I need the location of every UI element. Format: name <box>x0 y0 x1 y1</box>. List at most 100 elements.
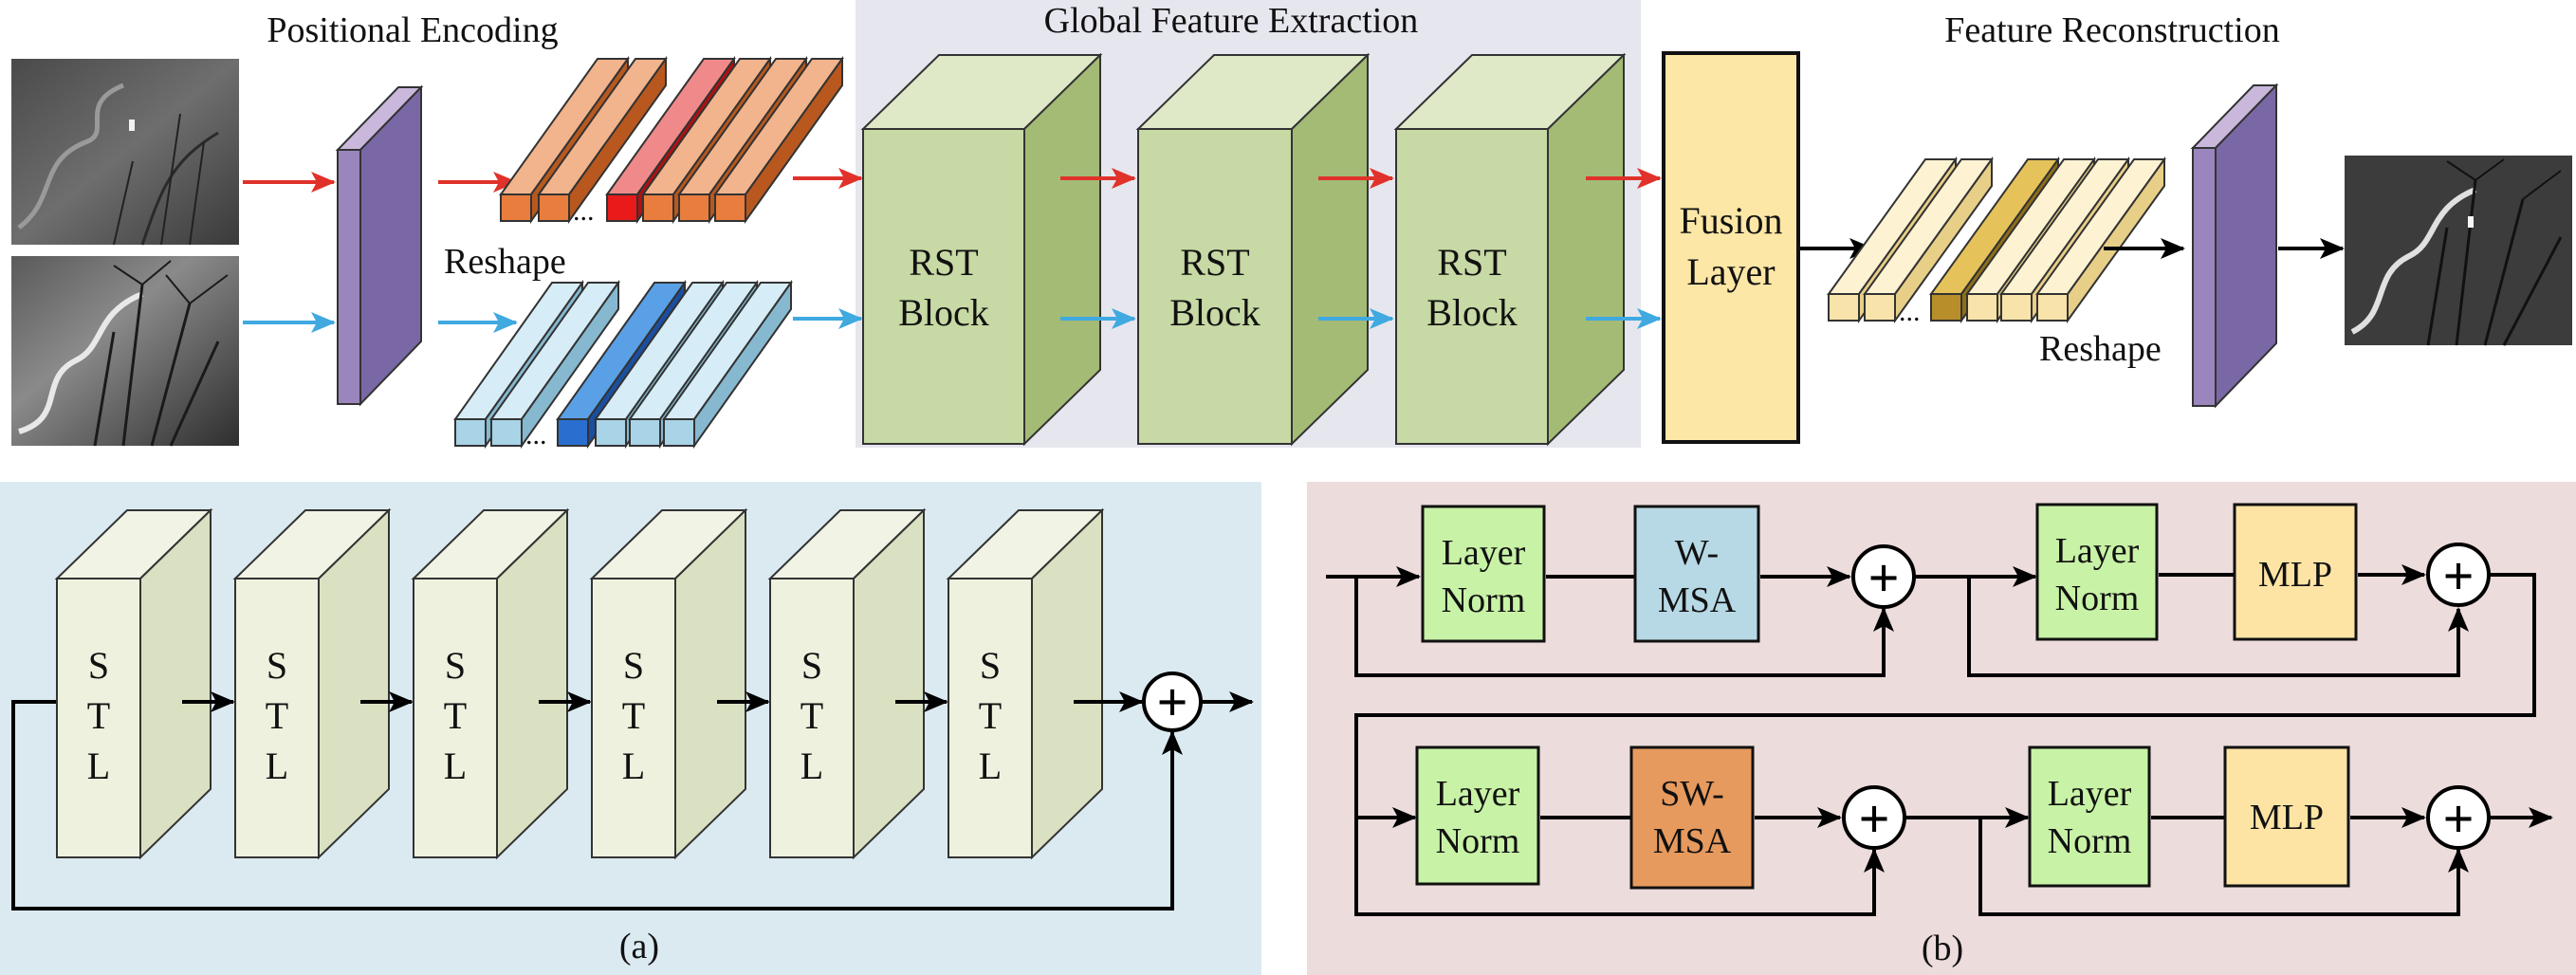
mlp-block-1: MLP <box>2233 503 2358 641</box>
svg-text:S: S <box>267 644 287 687</box>
svg-text:+: + <box>1858 788 1889 850</box>
panel-b-row2-skip-2 <box>1978 818 2469 916</box>
sum-node-2: + <box>2426 543 2491 607</box>
rst-block-3: RST Block <box>1393 52 1627 447</box>
layer-norm-2: Layer Norm <box>2035 503 2159 641</box>
token-row-fused: ... <box>1827 156 2166 327</box>
panel-a-caption: (a) <box>619 927 659 966</box>
svg-text:+: + <box>1868 547 1899 609</box>
svg-text:T: T <box>622 694 645 737</box>
reconstruction-layer <box>2190 83 2279 409</box>
panel-b-caption: (b) <box>1922 929 1963 968</box>
svg-text:Norm: Norm <box>2048 821 2132 861</box>
svg-text:L: L <box>979 745 1002 787</box>
svg-text:Norm: Norm <box>1442 580 1526 620</box>
svg-text:Layer: Layer <box>2048 774 2132 814</box>
svg-text:Norm: Norm <box>2055 579 2140 618</box>
w-msa-block: W- MSA <box>1633 505 1760 643</box>
stl-block-3: S T L <box>411 507 570 860</box>
panel-b-row2-skip-1 <box>1354 818 1885 916</box>
stl-block-5: S T L <box>767 507 927 860</box>
token-fused-2 <box>1863 156 1994 324</box>
panel-a-skip-connection <box>11 700 1183 911</box>
svg-text:T: T <box>266 694 288 737</box>
svg-text:Block: Block <box>1426 291 1518 334</box>
svg-text:Layer: Layer <box>1442 533 1526 573</box>
svg-text:S: S <box>801 644 822 687</box>
svg-text:MLP: MLP <box>2258 555 2332 595</box>
sw-msa-block: SW- MSA <box>1629 745 1755 890</box>
svg-text:Layer: Layer <box>2055 531 2140 571</box>
svg-text:+: + <box>2442 545 2474 607</box>
token-fused-ellipsis: ... <box>1899 296 1921 327</box>
svg-text:RST: RST <box>1437 241 1506 284</box>
sum-node-3: + <box>1842 785 1906 850</box>
rst-block-1: RST Block <box>860 52 1103 447</box>
output-fused-image <box>2345 156 2572 346</box>
input-image-visible <box>11 256 239 447</box>
title-feature-reconstruction: Feature Reconstruction <box>1944 10 2280 50</box>
fusion-layer: Fusion Layer <box>1662 51 1800 444</box>
layer-norm-3: Layer Norm <box>1415 745 1540 886</box>
svg-text:W-: W- <box>1675 533 1719 573</box>
svg-text:S: S <box>88 644 109 687</box>
svg-text:L: L <box>800 745 823 787</box>
reshape-label-right: Reshape <box>2039 329 2162 369</box>
stl-block-6: S T L <box>946 507 1105 860</box>
svg-text:T: T <box>800 694 823 737</box>
svg-text:L: L <box>444 745 467 787</box>
svg-text:Block: Block <box>1169 291 1260 334</box>
stl-block-2: S T L <box>232 507 392 860</box>
svg-text:S: S <box>623 644 644 687</box>
layer-norm-1: Layer Norm <box>1421 505 1546 643</box>
svg-text:Layer: Layer <box>1436 774 1520 814</box>
panel-a-stl-chain: S T L S T L S T L S <box>54 507 1144 860</box>
token-row-infrared: ... <box>499 55 844 227</box>
svg-text:T: T <box>444 694 467 737</box>
svg-text:MLP: MLP <box>2250 798 2324 837</box>
token-row-visible: ... <box>453 279 793 451</box>
svg-text:Norm: Norm <box>1436 821 1520 861</box>
reshape-label-left: Reshape <box>444 242 566 282</box>
token-vis-ellipsis: ... <box>525 419 547 451</box>
rst-block-2: RST Block <box>1135 52 1371 447</box>
svg-text:+: + <box>2442 788 2474 850</box>
svg-text:L: L <box>87 745 110 787</box>
svg-text:Layer: Layer <box>1686 250 1775 293</box>
svg-text:Block: Block <box>898 291 989 334</box>
title-global-feature-extraction: Global Feature Extraction <box>1044 1 1419 41</box>
svg-text:T: T <box>87 694 110 737</box>
stl-block-1: S T L <box>54 507 213 860</box>
svg-text:T: T <box>979 694 1002 737</box>
svg-text:L: L <box>266 745 288 787</box>
token-ir-ellipsis: ... <box>573 195 595 227</box>
svg-text:L: L <box>622 745 645 787</box>
svg-text:RST: RST <box>1180 241 1249 284</box>
token-vis-6 <box>662 279 793 450</box>
mlp-block-2: MLP <box>2223 745 2350 888</box>
stl-block-4: S T L <box>589 507 748 860</box>
token-vis-2 <box>489 279 620 450</box>
layer-norm-4: Layer Norm <box>2028 745 2151 888</box>
positional-encoding-layer <box>335 84 424 407</box>
svg-text:Fusion: Fusion <box>1680 199 1783 242</box>
svg-text:S: S <box>980 644 1001 687</box>
svg-text:SW-: SW- <box>1660 774 1724 814</box>
svg-text:MSA: MSA <box>1653 821 1732 861</box>
token-ir-6 <box>713 55 844 225</box>
svg-text:MSA: MSA <box>1658 580 1737 620</box>
panel-b-row-connector <box>1354 573 2536 828</box>
panel-b-row1-skip-1 <box>1354 577 1894 677</box>
panel-b-row1-skip-2 <box>1967 577 2469 677</box>
token-fused-6 <box>2035 156 2166 324</box>
sum-node-1: + <box>1851 544 1916 609</box>
title-positional-encoding: Positional Encoding <box>267 10 558 50</box>
svg-text:RST: RST <box>909 241 978 284</box>
svg-text:S: S <box>445 644 466 687</box>
input-image-infrared <box>11 59 239 246</box>
svg-text:+: + <box>1156 671 1187 733</box>
panel-a-sum-node: + <box>1142 671 1203 733</box>
token-ir-2 <box>537 55 668 225</box>
sum-node-4: + <box>2426 785 2491 850</box>
